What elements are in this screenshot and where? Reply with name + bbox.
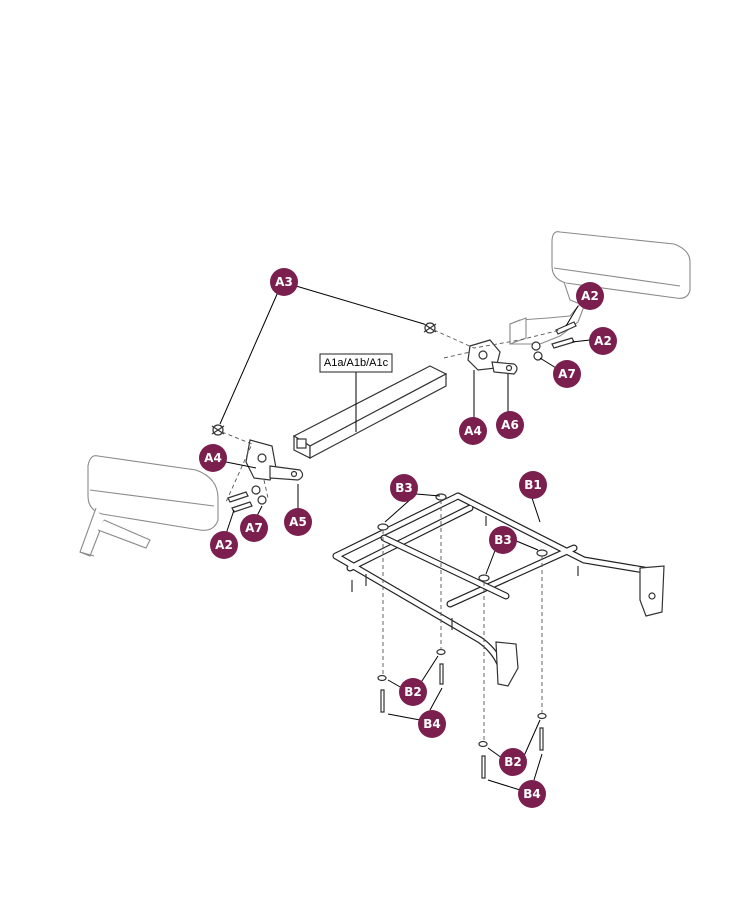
part-label-a1: A1a/A1b/A1c	[319, 353, 393, 373]
callout-b2-left: B2	[399, 678, 427, 706]
callout-a4-upper-text: A4	[464, 424, 482, 438]
callout-b4-right-text: B4	[523, 787, 541, 801]
frame-hardware	[377, 493, 548, 779]
callout-b4-right: B4	[518, 780, 546, 808]
callout-a4-upper: A4	[459, 417, 487, 445]
callout-a6-text: A6	[501, 418, 519, 432]
arm-alignment-lines	[221, 329, 561, 503]
callout-a2-upper-2-text: A2	[594, 334, 612, 348]
leader-lines	[219, 285, 591, 791]
callout-a2-upper-1: A2	[576, 282, 604, 310]
callout-a7-lower: A7	[240, 514, 268, 542]
callout-a7-lower-text: A7	[245, 521, 263, 535]
callout-b4-left-text: B4	[423, 717, 441, 731]
callout-b3-right: B3	[489, 526, 517, 554]
callout-b2-left-text: B2	[404, 685, 422, 699]
bracket-upper	[467, 339, 518, 375]
callout-b1: B1	[519, 471, 547, 499]
callout-a3-text: A3	[275, 275, 293, 289]
callout-a4-lower-text: A4	[204, 451, 222, 465]
callout-a2-upper-1-text: A2	[581, 289, 599, 303]
armrest-left	[79, 455, 219, 557]
bracket-lower	[245, 439, 304, 481]
callout-b3-left: B3	[390, 474, 418, 502]
callout-a5: A5	[284, 508, 312, 536]
cross-tube	[292, 365, 448, 459]
frame-alignment-lines	[382, 500, 543, 742]
callout-b2-right: B2	[499, 748, 527, 776]
callout-b3-left-text: B3	[395, 481, 413, 495]
callout-a2-upper-2: A2	[589, 327, 617, 355]
callout-a3: A3	[270, 268, 298, 296]
callout-a6: A6	[496, 411, 524, 439]
callout-a4-lower: A4	[199, 444, 227, 472]
knob-lower	[211, 424, 225, 436]
callout-b4-left: B4	[418, 710, 446, 738]
part-label-text: A1a/A1b/A1c	[324, 357, 389, 369]
callout-a7-upper: A7	[553, 360, 581, 388]
knob-upper	[423, 322, 437, 334]
callout-b2-right-text: B2	[504, 755, 522, 769]
callout-a5-text: A5	[289, 515, 307, 529]
callout-a2-lower-text: A2	[215, 538, 233, 552]
screws-lower	[227, 485, 267, 513]
callout-a7-upper-text: A7	[558, 367, 576, 381]
callout-a2-lower: A2	[210, 531, 238, 559]
callout-b1-text: B1	[524, 478, 542, 492]
callout-b3-right-text: B3	[494, 533, 512, 547]
seat-frame	[332, 492, 665, 687]
